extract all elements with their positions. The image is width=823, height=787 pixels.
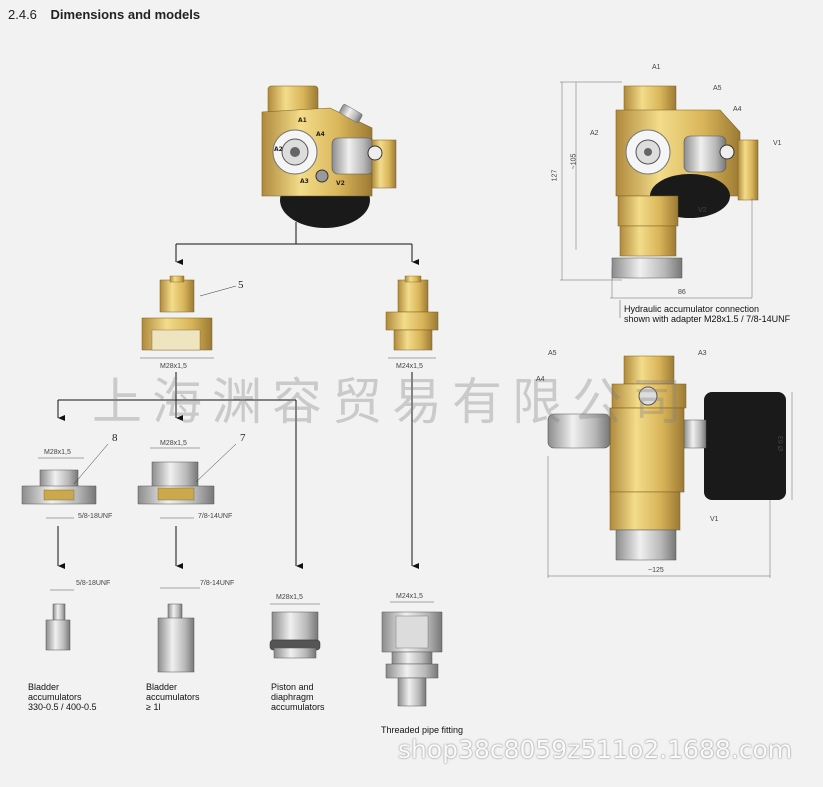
dim-105: ~105 — [570, 153, 578, 170]
adapter-5-8-unf — [21, 443, 109, 519]
model-label-bladder-small: Bladder accumulators 330-0.5 / 400-0.5 — [28, 682, 97, 712]
dim-86: 86 — [678, 289, 686, 296]
dim-unf-bottom-mid: 7/8-14UNF — [200, 580, 235, 587]
dim-125: ~125 — [648, 567, 664, 574]
dim-m28-bottom: M28x1,5 — [276, 594, 303, 601]
dim-unf-mid: 7/8-14UNF — [198, 513, 233, 520]
label-v2: V2 — [698, 207, 707, 214]
label-a3: A3 — [698, 350, 707, 357]
adapter-7-8-unf — [137, 443, 237, 519]
dim-m28-left: M28x1,5 — [44, 449, 71, 456]
adapter-m28 — [140, 275, 237, 359]
valve-front-view — [560, 81, 759, 318]
connector-lines — [57, 222, 419, 569]
model-label-line: Piston and — [271, 682, 314, 692]
dim-m24-top: M24x1,5 — [396, 363, 423, 370]
label-a5-top: A5 — [713, 85, 722, 92]
section-title: Dimensions and models — [50, 7, 201, 22]
callout-5: 5 — [238, 279, 244, 291]
model-label-line: Bladder — [28, 682, 60, 692]
connection-note: Hydraulic accumulator connection shown w… — [624, 304, 790, 324]
watermark-chinese: 上海渊容贸易有限公司 — [92, 373, 692, 431]
callout-7: 7 — [240, 432, 246, 444]
dim-m28-mid: M28x1,5 — [160, 440, 187, 447]
model-bladder-small — [45, 589, 74, 651]
model-label-bladder-large: Bladder accumulators ≥ 1l — [146, 682, 200, 712]
svg-text:A4: A4 — [316, 131, 325, 138]
model-label-line: accumulators — [146, 692, 200, 702]
model-label-threaded: Threaded pipe fitting — [381, 725, 463, 735]
svg-text:V2: V2 — [336, 180, 345, 187]
svg-text:A3: A3 — [300, 178, 309, 185]
dim-m24-bottom: M24x1,5 — [396, 593, 423, 600]
svg-text:A1: A1 — [298, 117, 307, 124]
model-label-piston: Piston and diaphragm accumulators — [271, 682, 325, 712]
adapter-m24 — [385, 275, 439, 359]
label-a4-top: A4 — [733, 106, 742, 113]
model-label-line: Threaded pipe fitting — [381, 725, 464, 735]
section-number: 2.4.6 — [8, 7, 37, 22]
svg-text:A2: A2 — [274, 146, 283, 153]
model-threaded-pipe-fitting — [381, 601, 443, 707]
model-bladder-large — [157, 587, 200, 673]
valve-side-view — [547, 355, 793, 578]
model-label-line: 330-0.5 / 400-0.5 — [28, 702, 97, 712]
label-a5-side: A5 — [548, 350, 557, 357]
dim-unf-bottom-left: 5/8-18UNF — [76, 580, 111, 587]
connection-note-line1: Hydraulic accumulator connection — [624, 304, 760, 314]
label-a4-side: A4 — [536, 376, 545, 383]
dim-m28-top: M28x1,5 — [160, 363, 187, 370]
connection-note-line2: shown with adapter M28x1.5 / 7/8-14UNF — [624, 314, 791, 324]
dim-127: 127 — [551, 169, 559, 182]
model-label-line: ≥ 1l — [146, 702, 161, 712]
model-piston-diaphragm — [269, 603, 321, 659]
label-a1: A1 — [652, 64, 661, 71]
label-v1-top: V1 — [773, 140, 782, 147]
callout-8: 8 — [112, 432, 118, 444]
model-label-line: Bladder — [146, 682, 178, 692]
model-label-line: accumulators — [28, 692, 82, 702]
main-valve-assembly: A1 A4 A2 A3 V2 — [261, 85, 397, 228]
label-a2: A2 — [590, 130, 599, 137]
model-label-line: diaphragm — [271, 692, 314, 702]
dim-unf-left: 5/8-18UNF — [78, 513, 113, 520]
watermark-shop-url: shop38c8059z511o2.1688.com — [398, 735, 793, 764]
section-header: 2.4.6 Dimensions and models — [8, 7, 200, 22]
label-v1-side: V1 — [710, 516, 719, 523]
model-label-line: accumulators — [271, 702, 325, 712]
dim-63: Ø 63 — [778, 435, 786, 452]
